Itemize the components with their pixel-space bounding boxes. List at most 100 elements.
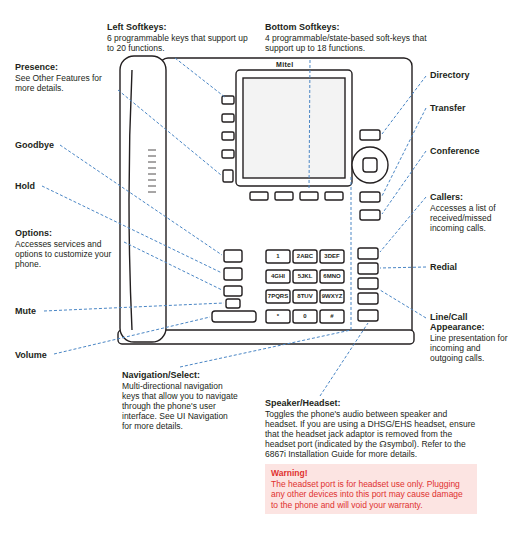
phone-body (160, 58, 412, 340)
grille-stroke (148, 162, 156, 163)
transfer-key (360, 192, 380, 202)
handset-grille (148, 150, 156, 192)
grille-stroke (148, 150, 156, 151)
dial-key (266, 250, 290, 263)
leader-line (320, 323, 368, 396)
leader-line (42, 186, 222, 273)
softkey (222, 132, 234, 140)
key-label: 8TUV (293, 290, 317, 302)
softkey (300, 192, 318, 200)
options-key (224, 286, 242, 296)
speaker-key (358, 310, 378, 321)
callout-heading: Mute (15, 306, 75, 316)
softkey (250, 192, 268, 200)
redial-key (358, 263, 378, 274)
callers-key (358, 248, 378, 259)
leader-line (382, 76, 426, 134)
hold-key (224, 268, 242, 280)
callout-heading: Bottom Softkeys: (265, 22, 440, 32)
softkey (222, 114, 234, 122)
leader-lines (42, 58, 426, 396)
callout-heading: Volume (15, 350, 75, 360)
dial-key (293, 270, 317, 283)
callout-heading: Presence: (15, 62, 115, 72)
warning-heading: Warning! (271, 468, 471, 479)
leader-line (175, 58, 226, 98)
callout-heading: Speaker/Headset: (265, 398, 480, 408)
dial-key (293, 290, 317, 303)
callout-body: Accesses a list of received/missed incom… (430, 203, 512, 233)
line-key (358, 278, 378, 289)
callout-body: Line presentation for incoming and outgo… (430, 333, 512, 363)
grille-stroke (148, 168, 156, 169)
softkey (222, 150, 234, 158)
dial-key (293, 310, 317, 323)
dial-key (320, 290, 344, 303)
leader-line (44, 303, 224, 311)
dial-key (320, 310, 344, 323)
volume-key (212, 311, 256, 322)
key-label: 0 (293, 310, 317, 322)
leader-line (380, 197, 426, 252)
leader-line (180, 176, 351, 367)
handset-edge (129, 70, 132, 330)
key-label: 1 (266, 250, 290, 262)
callout-heading: Conference (430, 146, 512, 156)
dial-key (320, 250, 344, 263)
callout-heading: Left Softkeys: (107, 22, 257, 32)
screen-frame (236, 70, 352, 186)
callout-heading: Callers: (430, 192, 512, 202)
key-label: 3DEF (320, 250, 344, 262)
nav-ring (352, 147, 388, 183)
key-label: 4GHI (266, 270, 290, 282)
callout-body: Multi-directional navigation keys that a… (122, 381, 240, 431)
callout-heading: Line/Call Appearance: (430, 312, 512, 332)
callout-heading: Directory (430, 70, 512, 80)
leader-line (309, 60, 310, 190)
leader-line (124, 242, 222, 290)
key-label: 6MNO (320, 270, 344, 282)
key-label: * (266, 310, 290, 322)
line-key (358, 293, 378, 304)
dial-key (266, 290, 290, 303)
callout-heading: Transfer (430, 103, 512, 113)
callout-heading: Hold (15, 181, 75, 191)
key-label: # (320, 310, 344, 322)
key-label: 7PQRS (266, 290, 290, 302)
leader-line (118, 90, 221, 175)
leader-line (54, 317, 210, 354)
conference-key (360, 210, 380, 220)
callout-body: Accesses services and options to customi… (15, 239, 120, 269)
dial-key (266, 270, 290, 283)
softkey (275, 192, 293, 200)
callout-heading: Goodbye (15, 140, 95, 150)
callout-body: Toggles the phone's audio between speake… (265, 409, 480, 459)
warning-text: The headset port is for headset use only… (271, 479, 471, 511)
mute-key (226, 299, 240, 308)
brand-logo: Mitel (276, 60, 316, 70)
softkey (325, 192, 343, 200)
key-label: 9WXYZ (320, 290, 344, 302)
callout-heading: Navigation/Select: (122, 370, 252, 380)
leader-line (382, 108, 426, 196)
key-label: 2ABC (293, 250, 317, 262)
grille-stroke (148, 192, 156, 193)
leader-line (380, 290, 426, 318)
dial-key (293, 250, 317, 263)
softkey (222, 96, 234, 104)
key-label: 5JKL (293, 270, 317, 282)
grille-stroke (148, 186, 156, 187)
callout-body: 4 programmable/state-based soft-keys tha… (265, 33, 440, 53)
select-key (363, 158, 377, 172)
callout-body: See Other Features for more details. (15, 73, 115, 93)
callout-heading: Options: (15, 228, 120, 238)
callout-body: 6 programmable keys that support up to 2… (107, 33, 252, 53)
presence-key (223, 170, 233, 182)
directory-key (360, 130, 380, 140)
screen (243, 78, 345, 178)
dial-key (320, 270, 344, 283)
leader-line (60, 145, 222, 255)
handset (120, 56, 166, 342)
warning-box: Warning!The headset port is for headset … (265, 464, 477, 514)
